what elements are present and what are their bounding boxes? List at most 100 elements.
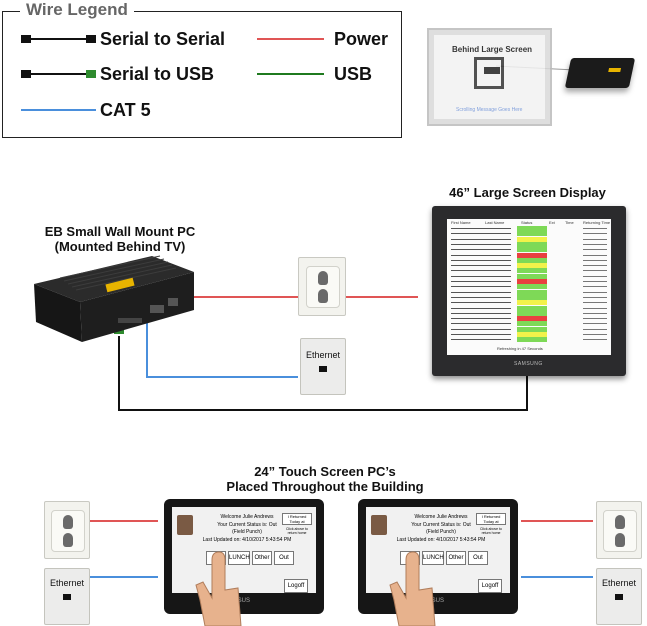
left-ethernet-plate: Ethernet	[44, 568, 90, 625]
touch-screen-pc-left: Welcome Julie Andrews Your Current Statu…	[164, 499, 324, 614]
tv-brand: SAMSUNG	[514, 361, 543, 367]
legend-title: Wire Legend	[20, 0, 134, 20]
tv-header-last-name: Last Name	[485, 220, 505, 225]
tv-row-name-placeholder	[451, 296, 511, 298]
tv-row-status-cell	[517, 284, 547, 290]
tv-row-name-placeholder	[451, 302, 511, 304]
outlet-socket-upper	[318, 271, 328, 285]
tv-header-ext: Ext	[549, 220, 555, 225]
in-button[interactable]: In	[206, 551, 226, 565]
welcome-text: Welcome Julie Andrews	[220, 514, 274, 520]
tv-table-row	[447, 284, 611, 290]
tv-row-returning-placeholder	[583, 243, 607, 245]
tv-row-returning-placeholder	[583, 254, 607, 256]
tv-row-returning-placeholder	[583, 339, 607, 341]
tv-row-name-placeholder	[451, 323, 511, 325]
tv-row-status-cell	[517, 273, 547, 279]
tv-row-name-placeholder	[451, 243, 511, 245]
outlet-faceplate	[603, 510, 637, 552]
lunch-button[interactable]: LUNCH	[422, 551, 444, 565]
touch-screen-pc-right: Welcome Julie Andrews Your Current Statu…	[358, 499, 518, 614]
tv-row-returning-placeholder	[583, 233, 607, 235]
status-detail: (Field Punch)	[426, 529, 456, 535]
tv-row-name-placeholder	[451, 312, 511, 314]
tv-row-status-cell	[517, 310, 547, 316]
tv-row-returning-placeholder	[583, 270, 607, 272]
small-pc-caption-line2: (Mounted Behind TV)	[54, 239, 186, 254]
tv-table-row	[447, 289, 611, 295]
tv-row-status-cell	[517, 263, 547, 269]
tv-row-returning-placeholder	[583, 323, 607, 325]
tv-row-status-cell	[517, 279, 547, 284]
large-display-caption: 46” Large Screen Display	[449, 185, 606, 200]
tv-table-row	[447, 300, 611, 306]
in-button[interactable]: In	[400, 551, 420, 565]
logoff-button[interactable]: Logoff	[284, 579, 308, 593]
tv-table-row	[447, 310, 611, 316]
tv-row-status-cell	[517, 241, 547, 247]
user-avatar	[177, 515, 193, 535]
tv-row-status-cell	[517, 289, 547, 295]
tv-row-name-placeholder	[451, 339, 511, 341]
ethernet-label: Ethernet	[305, 350, 341, 360]
tv-table-row	[447, 247, 611, 253]
usb-serial-adapter-icon	[114, 322, 124, 334]
tv-row-name-placeholder	[451, 275, 511, 277]
tv-row-returning-placeholder	[583, 334, 607, 335]
ethernet-jack-icon	[319, 366, 327, 372]
large-screen-display: First Name Last Name Status Ext Time Ret…	[447, 219, 611, 355]
side-note: Click above to return home	[286, 527, 308, 535]
tv-table-row	[447, 263, 611, 269]
tv-row-returning-placeholder	[583, 318, 607, 320]
other-button[interactable]: Other	[252, 551, 272, 565]
returned-today-button[interactable]: I Returned Today at	[282, 513, 312, 525]
tv-table-row	[447, 294, 611, 300]
tv-row-name-placeholder	[451, 254, 511, 256]
tv-row-status-cell	[517, 326, 547, 332]
tv-table-row	[447, 321, 611, 327]
tv-table-row	[447, 241, 611, 247]
tv-row-returning-placeholder	[583, 265, 607, 267]
right-ethernet-plate: Ethernet	[596, 568, 642, 625]
tv-row-status-cell	[517, 252, 547, 258]
tv-row-name-placeholder	[451, 233, 511, 235]
tv-row-status-cell	[517, 236, 547, 242]
right-power-outlet	[596, 501, 642, 559]
thumbnail-screen: Behind Large Screen Scrolling Message Go…	[427, 28, 552, 126]
tv-row-status-cell	[517, 332, 547, 337]
out-button[interactable]: Out	[274, 551, 294, 565]
tv-table-row	[447, 305, 611, 311]
tv-row-name-placeholder	[451, 238, 511, 240]
tv-row-name-placeholder	[451, 334, 511, 335]
legend-label-serial-to-serial: Serial to Serial	[100, 29, 226, 49]
logoff-button[interactable]: Logoff	[478, 579, 502, 593]
tv-row-returning-placeholder	[583, 228, 607, 229]
user-avatar	[371, 515, 387, 535]
touch-screen-left: Welcome Julie Andrews Your Current Statu…	[172, 507, 316, 593]
tv-row-status-cell	[517, 294, 547, 300]
tv-header-status: Status	[521, 220, 533, 225]
tv-row-status-cell	[517, 247, 547, 253]
other-button[interactable]: Other	[446, 551, 466, 565]
tv-table-row	[447, 279, 611, 284]
tv-table-row	[447, 337, 611, 343]
top-ethernet-plate: Ethernet	[300, 338, 346, 395]
thumbnail-label: Behind Large Screen	[452, 45, 533, 54]
ethernet-jack-icon	[63, 594, 71, 600]
status-detail: (Field Punch)	[232, 529, 262, 535]
touch-screen-right: Welcome Julie Andrews Your Current Statu…	[366, 507, 510, 593]
outlet-socket-lower	[615, 533, 625, 547]
tv-header-first-name: First Name	[451, 220, 471, 225]
out-button[interactable]: Out	[468, 551, 488, 565]
tv-row-status-cell	[517, 268, 547, 274]
ethernet-label: Ethernet	[49, 578, 85, 588]
returned-today-button[interactable]: I Returned Today at	[476, 513, 506, 525]
lunch-button[interactable]: LUNCH	[228, 551, 250, 565]
tv-row-name-placeholder	[451, 270, 511, 272]
tv-row-returning-placeholder	[583, 238, 607, 240]
tv-table-row	[447, 273, 611, 279]
tv-row-returning-placeholder	[583, 281, 607, 282]
legend-serial-to-serial-line	[21, 35, 96, 43]
status-text: Your Current Status is: Out	[411, 522, 471, 528]
tv-table-row	[447, 316, 611, 322]
